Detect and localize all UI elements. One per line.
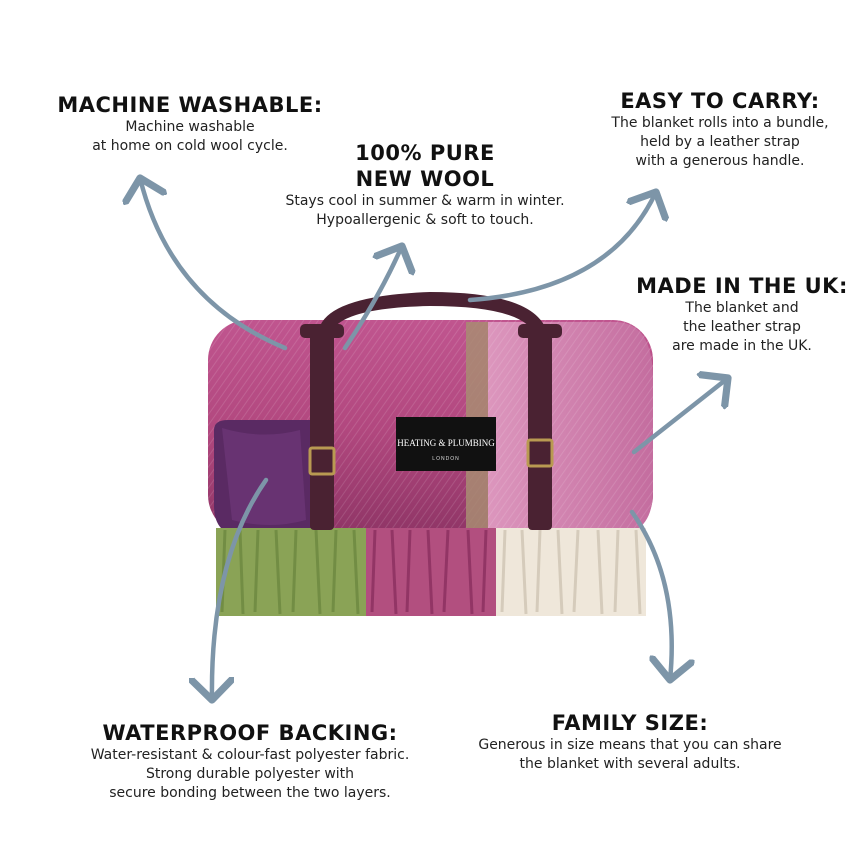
- feature-waterproof-backing: WATERPROOF BACKING: Water-resistant & co…: [55, 720, 445, 803]
- leather-strap: [300, 292, 562, 530]
- feature-text: Hypoallergenic & soft to touch.: [316, 212, 534, 228]
- feature-heading: EASY TO CARRY:: [620, 89, 820, 113]
- feature-text: Strong durable polyester with: [145, 766, 355, 782]
- arrow-family: [629, 509, 672, 680]
- feature-text: with a generous handle.: [635, 153, 805, 169]
- arrow-carry: [467, 192, 656, 303]
- feature-text: Machine washable: [125, 119, 255, 135]
- feature-heading: FAMILY SIZE:: [551, 711, 709, 735]
- feature-text: Water-resistant & colour-fast polyester …: [90, 747, 410, 763]
- feature-heading-line: 100% PURE: [355, 141, 495, 165]
- blanket-fringe: [216, 528, 646, 616]
- arrow-wool: [342, 246, 402, 351]
- feature-machine-washable: MACHINE WASHABLE: Machine washable at ho…: [40, 92, 340, 156]
- arrow-waterproof: [212, 477, 269, 700]
- arrow-washable: [140, 178, 288, 351]
- feature-text: secure bonding between the two layers.: [109, 785, 391, 801]
- feature-heading: 100% PURE NEW WOOL: [250, 140, 600, 192]
- arrow-uk: [631, 378, 728, 455]
- feature-text: the blanket with several adults.: [519, 756, 741, 772]
- brand-label: [396, 417, 496, 471]
- feature-heading: MADE IN THE UK:: [636, 274, 848, 298]
- feature-text: The blanket and: [685, 300, 799, 316]
- feature-made-in-uk: MADE IN THE UK: The blanket and the leat…: [620, 273, 864, 356]
- feature-text: held by a leather strap: [640, 134, 800, 150]
- feature-text: Stays cool in summer & warm in winter.: [285, 193, 565, 209]
- feature-heading: WATERPROOF BACKING:: [102, 721, 398, 745]
- feature-heading-line: NEW WOOL: [355, 167, 495, 191]
- feature-easy-to-carry: EASY TO CARRY: The blanket rolls into a …: [580, 88, 860, 171]
- feature-text: are made in the UK.: [672, 338, 812, 354]
- feature-heading: MACHINE WASHABLE:: [57, 93, 323, 117]
- feature-family-size: FAMILY SIZE: Generous in size means that…: [450, 710, 810, 774]
- brass-buckle-left: [308, 446, 336, 476]
- feature-text: the leather strap: [683, 319, 801, 335]
- feature-text: Generous in size means that you can shar…: [478, 737, 782, 753]
- feature-text: The blanket rolls into a bundle,: [611, 115, 829, 131]
- feature-pure-wool: 100% PURE NEW WOOL Stays cool in summer …: [250, 140, 600, 230]
- feature-text: at home on cold wool cycle.: [92, 138, 288, 154]
- brass-buckle-right: [526, 438, 554, 468]
- brand-label-subtext: LONDON: [432, 456, 459, 462]
- brand-label-text: HEATING & PLUMBING: [397, 438, 495, 448]
